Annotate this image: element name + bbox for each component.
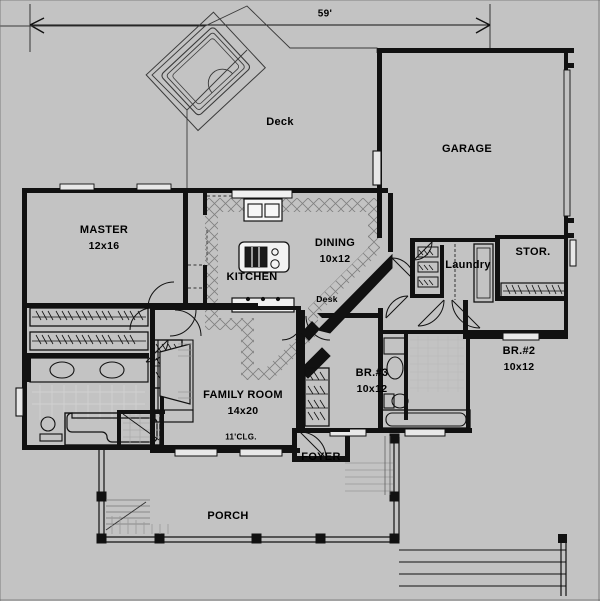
- deck-outline: [0, 5, 378, 188]
- room-label-porch: PORCH: [207, 509, 249, 522]
- room-label-bedroom3: BR.#3: [355, 366, 389, 379]
- storage-closet-rod: [500, 282, 567, 300]
- kitchen-counter-band: [205, 198, 380, 380]
- dimension-line-width: [29, 4, 491, 52]
- room-label-family-room: FAMILY ROOM: [203, 388, 283, 401]
- garage-walls: [377, 48, 382, 238]
- kitchen-dashed-cabinets: [188, 195, 232, 289]
- laundry-appliances: [417, 243, 494, 303]
- hot-tub: [145, 11, 266, 132]
- kitchen-partitions: [188, 193, 258, 310]
- master-bath-tile: [32, 385, 145, 420]
- room-label-storage: STOR.: [515, 245, 551, 258]
- bedroom3-closet: [304, 367, 330, 427]
- master-closet-rods: [27, 307, 149, 358]
- master-suite-walls: [27, 190, 188, 308]
- hall-bath-tile: [410, 336, 464, 392]
- kitchen-sink: [231, 189, 293, 222]
- room-dim-family-room: 14x20: [227, 405, 259, 418]
- room-dim-dining: 10x12: [319, 253, 351, 266]
- room-label-master: MASTER: [79, 223, 129, 236]
- porch-structure: [96, 433, 400, 544]
- master-windows: [59, 183, 172, 191]
- hall-bath-walls: [378, 330, 470, 428]
- kitchen-island-cooktop: [238, 241, 290, 273]
- room-label-kitchen: KITCHEN: [226, 270, 278, 283]
- fixture-label-desk: Desk: [316, 294, 338, 305]
- hall-bath-fixtures: [381, 337, 471, 429]
- dining-diagonal-wall: [299, 253, 393, 379]
- room-label-deck: Deck: [266, 115, 294, 128]
- room-dim-bedroom3: 10x12: [356, 383, 388, 396]
- room-label-bedroom2: BR.#2: [502, 344, 536, 357]
- dimension-label-width: 59': [317, 8, 333, 20]
- master-bath-window: [15, 387, 24, 417]
- room-label-dining: DINING: [314, 236, 356, 249]
- family-room-windows: [174, 448, 283, 457]
- room-label-laundry: Laundry: [445, 258, 491, 271]
- bedroom2-window: [502, 239, 577, 341]
- fireplace: [154, 339, 194, 423]
- master-bath-vanity: [26, 357, 149, 383]
- foyer-walls: [292, 428, 350, 462]
- porch-steps-mid: [345, 436, 393, 495]
- garage-door-window: [372, 69, 571, 217]
- room-dim-master: 12x16: [88, 240, 120, 253]
- family-room-walls: [150, 306, 301, 453]
- master-bath-partitions: [117, 358, 165, 448]
- room-dim-bedroom2: 10x12: [503, 361, 535, 374]
- bedroom2-walls: [470, 300, 568, 335]
- room-label-garage: GARAGE: [441, 142, 493, 155]
- garage-right-jamb: [564, 48, 574, 238]
- master-bathtub: [39, 412, 161, 446]
- exterior-stairs: [399, 534, 567, 596]
- room-label-foyer: FOYER: [301, 450, 341, 463]
- ceiling-note-family-room: 11'CLG.: [225, 432, 257, 442]
- porch-steps-left: [105, 499, 169, 534]
